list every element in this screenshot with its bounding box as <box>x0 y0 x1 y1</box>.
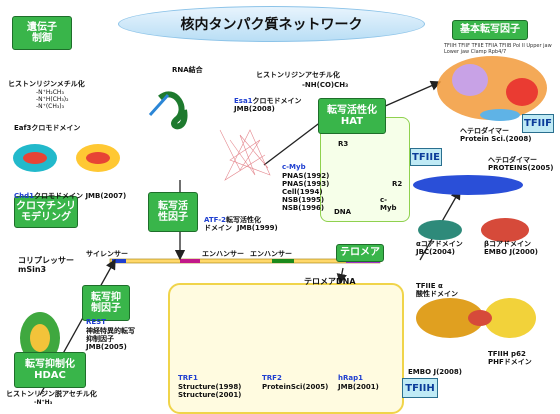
r3-label: R3 <box>338 140 349 148</box>
cmyb-name: c-Myb <box>282 163 306 171</box>
r2-label: R2 <box>392 180 403 188</box>
rest-name: REST <box>86 318 106 326</box>
basic-tf-box: 基本転写因子 <box>452 20 528 40</box>
histone-deacetylation-label: ヒストンリジン脱アセチル化 <box>6 390 97 398</box>
tfiih-label: TFIIH <box>402 378 438 398</box>
tfiif-label: TFIIF <box>522 114 554 133</box>
trf1-refs: Structure(1998) Structure(2001) <box>178 383 242 400</box>
telomere-arrow <box>336 267 347 285</box>
diagram-title: 核内タンパク質ネットワーク <box>118 6 425 42</box>
trf2-name: TRF2 <box>262 374 282 382</box>
telomere-panel <box>168 283 404 414</box>
esa1-label: Esa1クロモドメイン JMB(2008) <box>234 97 302 114</box>
acetyl-formula: -NH(CO)CH₃ <box>302 81 349 89</box>
hrap1-name: hRap1 <box>338 374 363 382</box>
gene-control-box: 遺伝子 制御 <box>12 16 72 50</box>
protein-tfiih <box>416 298 536 338</box>
tfiie-label: TFIIE <box>410 148 442 166</box>
protein-eaf3 <box>13 144 120 172</box>
alpha-core-label: αコアドメイン JBC(2004) <box>416 240 463 257</box>
embo2008-label: EMBO J(2008) <box>408 368 462 376</box>
protein-complex <box>437 56 547 121</box>
protein-hdac <box>20 312 60 364</box>
telomere-dna-label: テロメアDNA <box>304 277 356 286</box>
hat-to-basic-tf-arrow <box>382 80 442 108</box>
transcription-repressor-box: 転写抑 制因子 <box>82 285 130 321</box>
hrap1-refs: JMB(2001) <box>338 383 379 391</box>
chromatin-remodeling-box: クロマチンリ モデリング <box>14 196 78 228</box>
chd1-label: Chd1クロモドメイン JMB(2007) <box>14 192 127 200</box>
beta-core-label: βコアドメイン EMBO J(2000) <box>484 240 538 257</box>
histone-methylation-label: ヒストンリジンメチル化 <box>8 80 85 88</box>
heterodimer-2005-label: ヘテロダイマー PROTEINS(2005) <box>488 156 554 173</box>
trf1-name: TRF1 <box>178 374 198 382</box>
histone-acetylation-label: ヒストンリジンアセチル化 <box>256 71 340 79</box>
corepressor-label: コリプレッサー mSin3 <box>18 256 74 275</box>
rest-desc: 神経特異的転写 抑制因子 JMB(2005) <box>86 327 135 352</box>
cmyb-structure-label: c- Myb <box>380 196 397 213</box>
atf2-label: ATF-2転写活性化 ドメイン JMB(1999) <box>204 216 278 233</box>
trf2-refs: ProteinSci(2005) <box>262 383 329 391</box>
methyl-formula: -N⁺H₂CH₃ -N⁺H(CH₃)₂ -N⁺(CH₃)₃ <box>36 89 69 110</box>
heterodimer-2008-label: ヘテロダイマー Protein Sci.(2008) <box>460 127 532 144</box>
protein-rna-binding <box>148 91 188 130</box>
cmyb-refs: PNAS(1992) PNAS(1993) Cell(1994) NSB(199… <box>282 172 330 213</box>
deacetyl-formula: -N⁺H₃ <box>34 399 53 406</box>
transcription-activator-box: 転写活 性因子 <box>148 192 198 232</box>
protein-atf2 <box>219 129 271 181</box>
complex-subunit-labels: TFIIH TFIIF TFIIE TFIIA TFIIB Pol II Upp… <box>444 43 552 55</box>
rna-binding-label: RNA結合 <box>172 66 203 74</box>
protein-tfiie <box>413 175 529 242</box>
silencer-label: サイレンサー <box>86 250 128 258</box>
hdac-box: 転写抑制化 HDAC <box>14 352 86 388</box>
enhancer2-label: エンハンサー <box>250 250 292 258</box>
hat-box: 転写活性化 HAT <box>318 98 386 134</box>
dna-label: DNA <box>334 208 352 216</box>
eaf3-label: Eaf3クロモドメイン <box>14 124 81 132</box>
tfiie-alpha-label: TFIIE α 酸性ドメイン <box>416 282 458 299</box>
telomere-box: テロメア <box>336 244 384 262</box>
tfiih-p62-label: TFIIH p62 PHFドメイン <box>488 350 532 367</box>
enhancer1-label: エンハンサー <box>202 250 244 258</box>
